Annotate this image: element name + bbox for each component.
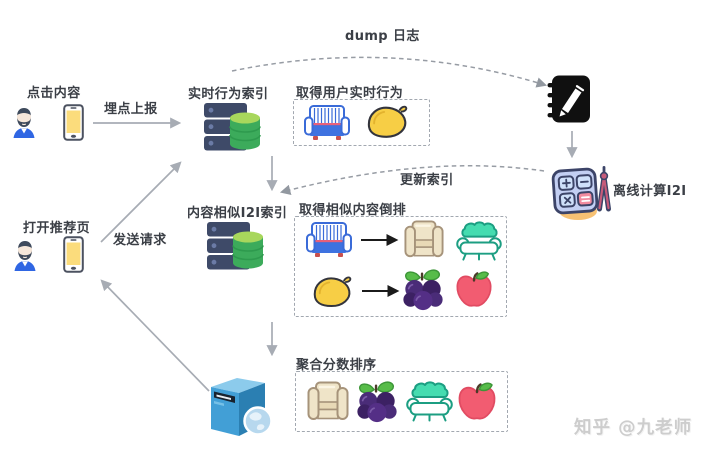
user-icon [12,106,36,139]
armchair-icon [307,381,349,423]
label-get-similar-inverted: 取得相似内容倒排 [299,203,407,218]
label-dump-log: dump 日志 [345,29,420,44]
sofa-icon [306,222,352,258]
label-content-similar-index: 内容相似I2I索引 [187,206,288,221]
apple-icon [453,270,495,310]
user-icon [13,239,37,272]
aggregate-score-box [295,371,508,432]
mango-icon [366,103,408,140]
couch-icon [456,221,502,262]
sofa-icon [304,105,350,141]
label-update-index: 更新索引 [400,173,454,188]
apple-icon [456,381,498,423]
phone-icon [63,104,84,141]
recommendation-server-icon [201,372,281,440]
log-notebook-icon [547,75,591,123]
label-get-user-realtime: 取得用户实时行为 [296,86,404,101]
user-realtime-behavior-box [293,99,430,146]
grapes-icon [401,268,445,312]
arrow-update-index [279,165,545,195]
arrow-dump-log [231,56,548,88]
label-track-report: 埋点上报 [104,102,158,117]
grapes-icon [355,379,399,425]
label-offline-compute: 离线计算I2I [613,184,687,199]
realtime-index-database-icon [203,102,261,152]
similar-content-inverted-box [294,216,507,317]
phone-icon [63,236,84,273]
label-send-request: 发送请求 [113,233,167,248]
mango-icon [312,274,352,309]
couch-icon [406,381,453,423]
label-click-content: 点击内容 [27,86,81,101]
label-realtime-index: 实时行为索引 [188,87,269,102]
similar-index-database-icon [206,221,264,271]
zhihu-watermark: 知乎 @九老师 [574,418,693,438]
arrow-server-to-phone [100,279,210,392]
label-open-rec-page: 打开推荐页 [23,221,91,236]
label-aggregate-sort: 聚合分数排序 [296,358,377,373]
arrow-send-request [100,161,182,243]
calculator-icon [551,163,615,221]
armchair-icon [404,220,444,260]
